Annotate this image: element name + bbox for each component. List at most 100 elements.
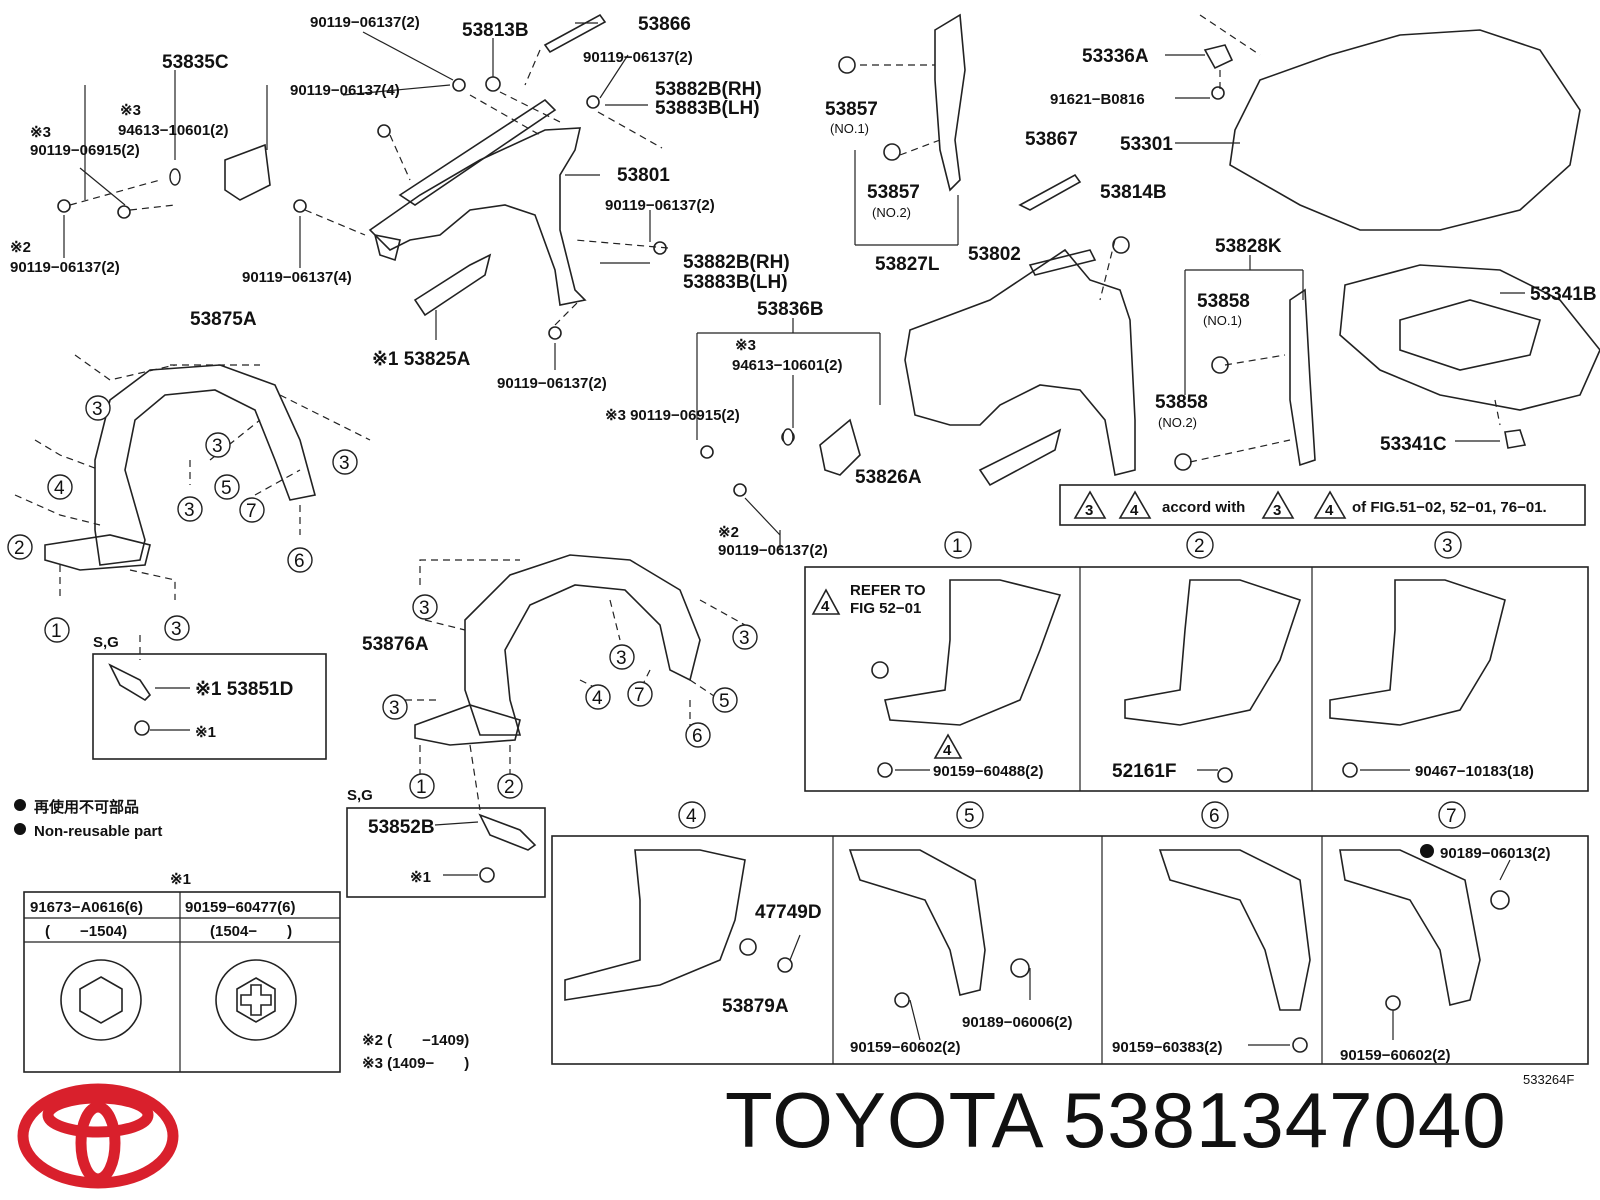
- accord-note-box: [1059, 484, 1586, 526]
- svg-text:※1: ※1: [195, 724, 216, 741]
- svg-text:3: 3: [171, 619, 182, 640]
- svg-text:53813B: 53813B: [462, 20, 529, 41]
- svg-text:53857: 53857: [867, 182, 920, 203]
- liner-53875A: [44, 364, 316, 571]
- svg-text:※1 53851D: ※1 53851D: [195, 679, 293, 700]
- toyota-logo: [17, 1083, 179, 1189]
- bracket-53825A: [413, 253, 492, 317]
- part-number: 5381347040: [1062, 1076, 1507, 1164]
- svg-text:(NO.1): (NO.1): [1203, 313, 1242, 328]
- svg-text:53866: 53866: [638, 14, 691, 35]
- bracket-53836B: [819, 418, 861, 476]
- svg-text:6: 6: [692, 726, 703, 747]
- svg-text:1: 1: [51, 621, 62, 642]
- svg-text:90159−60488(2): 90159−60488(2): [933, 763, 1044, 780]
- svg-text:90159−60602(2): 90159−60602(2): [1340, 1047, 1451, 1064]
- svg-text:※1: ※1: [410, 869, 431, 886]
- svg-text:FIG 52−01: FIG 52−01: [850, 600, 921, 617]
- svg-text:90159−60602(2): 90159−60602(2): [850, 1039, 961, 1056]
- svg-text:90159−60383(2): 90159−60383(2): [1112, 1039, 1223, 1056]
- svg-text:53341B: 53341B: [1530, 284, 1597, 305]
- svg-text:4: 4: [592, 688, 603, 709]
- bullet-icon: [14, 799, 26, 811]
- svg-text:5: 5: [221, 478, 232, 499]
- svg-text:再使用不可部品: 再使用不可部品: [34, 798, 139, 816]
- svg-text:90189−06006(2): 90189−06006(2): [962, 1014, 1073, 1031]
- svg-text:4: 4: [1325, 502, 1334, 519]
- svg-text:※1: ※1: [170, 871, 191, 888]
- detail-sketches: [564, 579, 1510, 1053]
- svg-text:※3 90119−06915(2): ※3 90119−06915(2): [605, 407, 740, 424]
- svg-text:90119−06137(2): 90119−06137(2): [10, 259, 120, 276]
- bullet-icon: [1420, 844, 1434, 858]
- fender-53801: [368, 98, 587, 306]
- washer-icon: [169, 168, 181, 186]
- svg-text:accord with: accord with: [1162, 499, 1245, 516]
- svg-text:REFER TO: REFER TO: [850, 582, 926, 599]
- svg-text:1: 1: [416, 777, 427, 798]
- svg-text:3: 3: [212, 436, 223, 457]
- svg-text:7: 7: [634, 685, 645, 706]
- bolt-icons: [57, 56, 1229, 497]
- svg-text:53882B(RH): 53882B(RH): [683, 252, 790, 273]
- svg-text:4: 4: [1130, 502, 1139, 519]
- svg-text:2: 2: [504, 777, 515, 798]
- circled-refs-center: 3 3 3 4 7 5 3 6 1 2: [382, 594, 758, 799]
- liner-53876A: [414, 554, 701, 746]
- svg-text:※3 (1409− ): ※3 (1409− ): [362, 1055, 469, 1072]
- svg-text:90467−10183(18): 90467−10183(18): [1415, 763, 1534, 780]
- svg-text:94613−10601(2): 94613−10601(2): [732, 357, 843, 374]
- svg-text:5: 5: [964, 806, 975, 827]
- svg-text:※3: ※3: [735, 337, 756, 354]
- bracket-53866: [543, 13, 607, 54]
- svg-text:3: 3: [339, 453, 350, 474]
- hood-53301: [1229, 29, 1581, 231]
- cover-53341B: [1339, 264, 1600, 411]
- svg-text:53336A: 53336A: [1082, 46, 1149, 67]
- svg-text:53883B(LH): 53883B(LH): [683, 272, 788, 293]
- svg-text:90119−06137(2): 90119−06137(2): [310, 14, 420, 31]
- bracket-53336A: [1203, 44, 1234, 70]
- svg-text:94613−10601(2): 94613−10601(2): [118, 122, 229, 139]
- svg-text:53875A: 53875A: [190, 309, 257, 330]
- svg-text:※2: ※2: [10, 239, 31, 256]
- svg-text:4: 4: [54, 478, 65, 499]
- triangle-icons: 3 4 3 4: [1073, 490, 1347, 519]
- circled-refs-left: 3 3 3 4 3 5 7 2 6 1 3: [7, 395, 358, 643]
- svg-text:S,G: S,G: [93, 634, 119, 651]
- svg-text:53879A: 53879A: [722, 996, 789, 1017]
- svg-text:53883B(LH): 53883B(LH): [655, 98, 760, 119]
- bullet-icon: [14, 823, 26, 835]
- svg-text:※1 53825A: ※1 53825A: [372, 349, 471, 370]
- svg-text:90119−06137(4): 90119−06137(4): [290, 82, 400, 99]
- svg-text:90189−06013(2): 90189−06013(2): [1440, 845, 1551, 862]
- svg-text:4: 4: [943, 742, 952, 759]
- detail-grid-bottom: [551, 835, 1589, 1065]
- svg-text:3: 3: [1442, 536, 1453, 557]
- svg-text:53835C: 53835C: [162, 52, 229, 73]
- svg-text:53301: 53301: [1120, 134, 1173, 155]
- svg-text:53858: 53858: [1155, 392, 1208, 413]
- svg-text:53852B: 53852B: [368, 817, 435, 838]
- svg-text:53857: 53857: [825, 99, 878, 120]
- part-labels: 90119−06137(2) 53813B 53866 53835C 90119…: [10, 14, 1597, 1087]
- seal-53828K: [1289, 288, 1316, 467]
- bolt-table: [23, 891, 341, 1073]
- detail-grid-top: [804, 566, 1589, 792]
- svg-text:53801: 53801: [617, 165, 670, 186]
- svg-text:53826A: 53826A: [855, 467, 922, 488]
- svg-text:53827L: 53827L: [875, 254, 940, 275]
- svg-text:6: 6: [294, 551, 305, 572]
- svg-text:2: 2: [14, 538, 25, 559]
- svg-text:91673−A0616(6): 91673−A0616(6): [30, 899, 143, 916]
- svg-text:4: 4: [686, 806, 697, 827]
- svg-text:2: 2: [1194, 536, 1205, 557]
- svg-text:3: 3: [1273, 502, 1281, 519]
- svg-text:90119−06137(2): 90119−06137(2): [497, 375, 607, 392]
- svg-text:(NO.2): (NO.2): [1158, 415, 1197, 430]
- svg-text:7: 7: [1446, 806, 1457, 827]
- svg-text:533264F: 533264F: [1523, 1072, 1574, 1087]
- svg-text:3: 3: [616, 648, 627, 669]
- svg-text:4: 4: [821, 598, 830, 615]
